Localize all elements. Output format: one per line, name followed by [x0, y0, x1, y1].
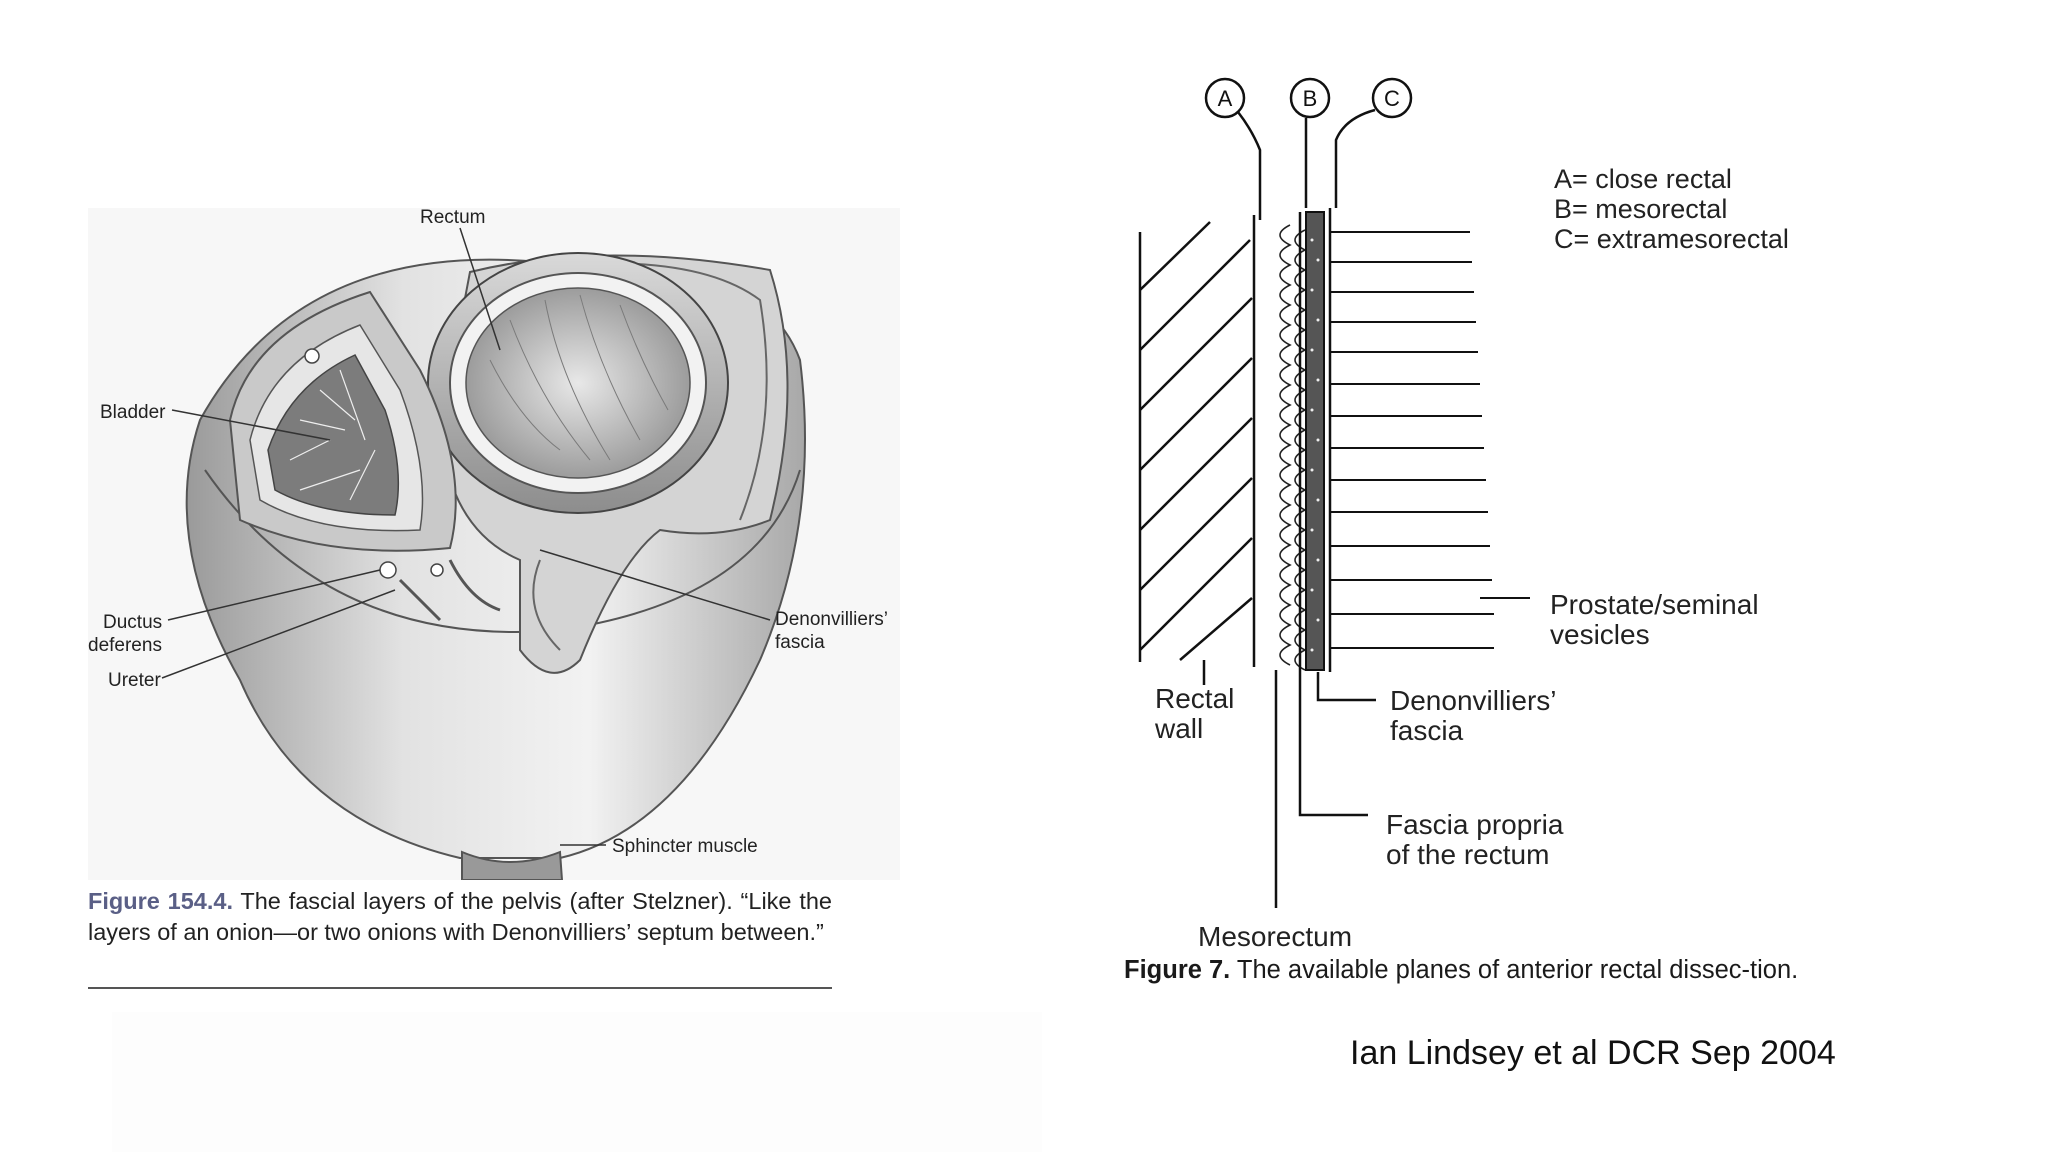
citation: Ian Lindsey et al DCR Sep 2004	[1350, 1034, 1836, 1073]
left-figure-number: Figure 154.4.	[88, 888, 233, 914]
legend-close-rectal: A= close rectal	[1554, 164, 1732, 194]
legend-extramesorectal: C= extramesorectal	[1554, 224, 1789, 254]
ureter-label: Ureter	[108, 670, 161, 691]
mesorectum-label: Mesorectum	[1198, 921, 1352, 952]
prostate-label-line1: Prostate/seminal	[1550, 589, 1759, 620]
dissection-planes-schematic: A B C A= close rectal B= mesorectal C= e…	[1100, 60, 1860, 960]
bladder-label: Bladder	[100, 402, 166, 423]
plane-marker-b: B	[1303, 86, 1318, 111]
pelvic-fascia-illustration: Rectum Bladder Ductus deferens Ureter De…	[88, 208, 900, 880]
denonvilliers-fascia-label-line2: fascia	[1390, 715, 1464, 746]
ductus-deferens-label-line1: Ductus	[103, 612, 162, 633]
right-figure-caption: Figure 7. The available planes of anteri…	[1124, 954, 1814, 987]
denonvilliers-label-line1: Denonvilliers’	[775, 609, 888, 630]
left-figure-caption: Figure 154.4. The fascial layers of the …	[88, 886, 832, 948]
right-figure-caption-text: The available planes of anterior rectal …	[1230, 956, 1798, 984]
fascia-propria-label-line2: of the rectum	[1386, 839, 1549, 870]
plane-marker-a: A	[1218, 86, 1233, 111]
denonvilliers-fascia-label-line1: Denonvilliers’	[1390, 685, 1557, 716]
fascia-propria-label-line1: Fascia propria	[1386, 809, 1564, 840]
rectal-wall-label-line2: wall	[1154, 713, 1203, 744]
sphincter-label: Sphincter muscle	[612, 836, 758, 857]
rectum-label: Rectum	[420, 208, 485, 228]
ductus-deferens-label-line2: deferens	[88, 635, 162, 656]
caption-divider	[88, 987, 832, 989]
prostate-label-line2: vesicles	[1550, 619, 1650, 650]
legend-mesorectal: B= mesorectal	[1554, 194, 1727, 224]
denonvilliers-label-line2: fascia	[775, 632, 825, 653]
rectal-wall-label-line1: Rectal	[1155, 683, 1234, 714]
background-panel	[112, 1012, 1042, 1152]
right-figure-number: Figure 7.	[1124, 956, 1230, 984]
plane-marker-c: C	[1384, 86, 1400, 111]
